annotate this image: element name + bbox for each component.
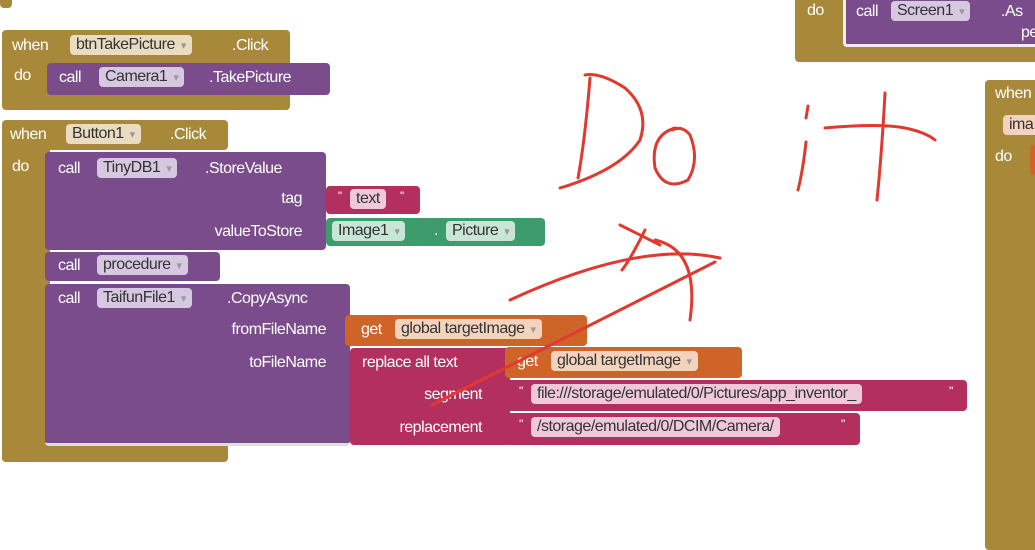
text-block-replacement[interactable]: " /storage/emulated/0/DCIM/Camera/ " — [505, 413, 860, 445]
event-block-button1[interactable]: when Button1▾ .Click — [2, 120, 228, 150]
to-file-name-label: toFileName — [249, 354, 326, 371]
text-block-tag[interactable]: " text " — [326, 186, 420, 214]
property-dropdown[interactable]: Picture▾ — [446, 221, 516, 241]
replace-all-text-label: replace all text — [362, 354, 458, 371]
call-block-procedure[interactable]: call procedure▾ — [45, 252, 220, 281]
text-block-segment[interactable]: " file:///storage/emulated/0/Pictures/ap… — [505, 380, 967, 411]
taifunfile-dropdown[interactable]: TaifunFile1▾ — [97, 288, 192, 308]
annotation-letter-t — [823, 91, 937, 202]
call-label: call — [58, 160, 81, 177]
param-label: pe — [1021, 24, 1035, 41]
replacement-label: replacement — [399, 419, 482, 436]
right-inner-block[interactable] — [1030, 145, 1035, 175]
do-label: do — [995, 148, 1012, 165]
annotation-letter-d — [558, 73, 645, 190]
event-label: .Click — [170, 126, 207, 143]
call-block-screen1[interactable]: call Screen1▾ .As pe — [843, 0, 1035, 47]
call-block-storevalue[interactable]: call TinyDB1▾ .StoreValue tag valueToSto… — [45, 152, 326, 250]
when-label: when — [10, 126, 47, 143]
property-block-image-picture[interactable]: Image1▾ . Picture▾ — [326, 218, 545, 246]
annotation-letter-i — [796, 104, 810, 192]
event-body: do — [2, 140, 50, 462]
do-label: do — [14, 67, 31, 84]
from-file-name-label: fromFileName — [231, 321, 327, 338]
get-block-targetimage-2[interactable]: get global targetImage▾ — [505, 347, 742, 378]
method-label: .CopyAsync — [227, 290, 308, 307]
call-block-copyasync[interactable]: call TaifunFile1▾ .CopyAsync fromFileNam… — [45, 284, 350, 446]
annotation-letter-o — [652, 126, 696, 186]
component-dropdown[interactable]: Screen1▾ — [891, 1, 971, 21]
tinydb-dropdown[interactable]: TinyDB1▾ — [97, 158, 178, 178]
component-dropdown[interactable]: btnTakePicture▾ — [70, 35, 192, 55]
variable-dropdown[interactable]: global targetImage▾ — [551, 351, 698, 371]
tag-label: tag — [281, 190, 302, 207]
do-label: do — [807, 2, 824, 19]
event-block-right[interactable]: when ima do — [985, 80, 1035, 550]
text-value[interactable]: text — [350, 189, 386, 209]
get-label: get — [517, 353, 538, 370]
event-label: .Click — [232, 37, 269, 54]
param-chip[interactable]: ima — [1003, 115, 1035, 135]
value-to-store-label: valueToStore — [214, 223, 303, 240]
get-block-targetimage[interactable]: get global targetImage▾ — [345, 315, 587, 346]
call-label: call — [59, 69, 82, 86]
block-fragment[interactable] — [0, 0, 12, 8]
component-dropdown[interactable]: Button1▾ — [66, 124, 141, 144]
call-label: call — [58, 257, 81, 274]
procedure-dropdown[interactable]: procedure▾ — [97, 255, 188, 275]
method-label: .TakePicture — [209, 69, 292, 86]
call-label: call — [856, 3, 879, 20]
when-label: when — [995, 85, 1032, 102]
image-dropdown[interactable]: Image1▾ — [332, 221, 406, 241]
method-label: .StoreValue — [205, 160, 282, 177]
do-label: do — [12, 158, 29, 175]
when-label: when — [12, 37, 49, 54]
call-block-camera[interactable]: call Camera1▾ .TakePicture — [47, 63, 330, 95]
camera-dropdown[interactable]: Camera1▾ — [99, 67, 185, 87]
variable-dropdown[interactable]: global targetImage▾ — [395, 319, 542, 339]
replace-all-text-block[interactable]: replace all text segment replacement — [350, 348, 510, 445]
get-label: get — [361, 321, 382, 338]
call-label: call — [58, 290, 81, 307]
method-label: .As — [1001, 3, 1023, 20]
segment-value[interactable]: file:///storage/emulated/0/Pictures/app_… — [531, 384, 862, 404]
replacement-value[interactable]: /storage/emulated/0/DCIM/Camera/ — [531, 417, 780, 437]
segment-label: segment — [424, 386, 482, 403]
